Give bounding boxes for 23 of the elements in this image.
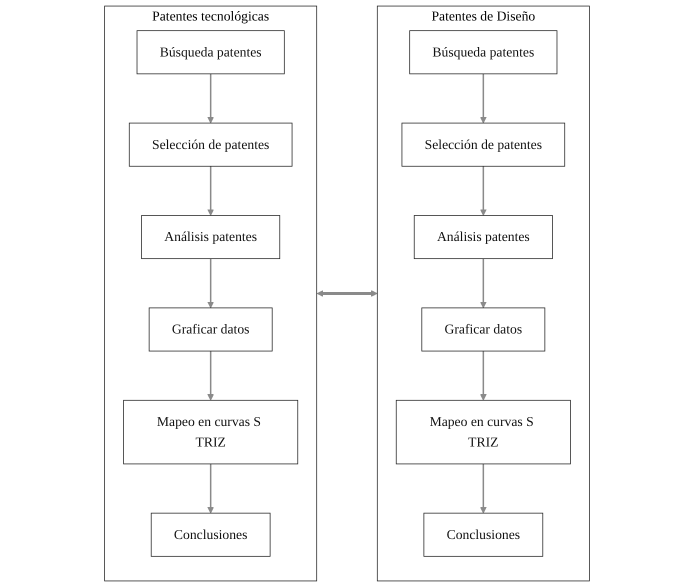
node-box: Graficar datos (148, 308, 273, 352)
arrow (316, 290, 378, 297)
arrow (480, 351, 487, 401)
arrow (207, 74, 214, 124)
arrow (480, 258, 487, 308)
arrow (207, 351, 214, 401)
node-box: Selección de patentes (402, 122, 566, 167)
node-box: Búsqueda patentes (409, 30, 558, 74)
arrow (207, 258, 214, 308)
node-box: Mapeo en curvas S TRIZ (123, 400, 298, 464)
node-box: Conclusiones (424, 512, 544, 557)
node-box: Análisis patentes (141, 215, 280, 260)
node-box: Búsqueda patentes (136, 30, 285, 74)
node-box: Análisis patentes (414, 215, 553, 260)
node-box: Conclusiones (150, 512, 270, 557)
node-box: Graficar datos (421, 308, 546, 352)
arrow (207, 166, 214, 216)
arrow (480, 464, 487, 514)
arrow (207, 464, 214, 514)
arrow (480, 166, 487, 216)
node-box: Mapeo en curvas S TRIZ (396, 400, 571, 464)
node-box: Selección de patentes (128, 122, 292, 167)
arrow (480, 74, 487, 124)
